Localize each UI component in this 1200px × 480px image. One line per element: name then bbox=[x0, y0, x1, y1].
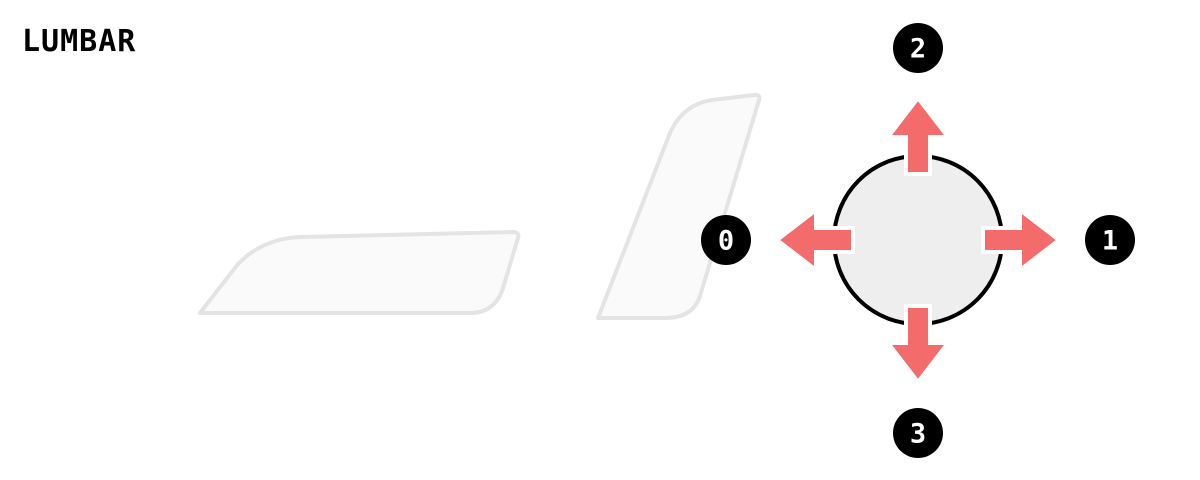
badge-left-label: 0 bbox=[718, 226, 734, 257]
seat-backrest bbox=[596, 92, 762, 320]
arrow-up[interactable] bbox=[883, 94, 953, 176]
page-title: LUMBAR bbox=[22, 24, 137, 59]
badge-up-label: 2 bbox=[910, 34, 926, 65]
arrow-left[interactable] bbox=[773, 205, 855, 275]
badge-right-label: 1 bbox=[1102, 226, 1118, 257]
seat-cushion bbox=[198, 230, 521, 315]
lumbar-joystick[interactable] bbox=[832, 154, 1004, 326]
badge-right: 1 bbox=[1085, 215, 1135, 265]
badge-left: 0 bbox=[701, 215, 751, 265]
badge-down: 3 bbox=[893, 408, 943, 458]
arrow-right[interactable] bbox=[981, 205, 1063, 275]
badge-up: 2 bbox=[893, 23, 943, 73]
arrow-down[interactable] bbox=[883, 304, 953, 386]
badge-down-label: 3 bbox=[910, 419, 926, 450]
